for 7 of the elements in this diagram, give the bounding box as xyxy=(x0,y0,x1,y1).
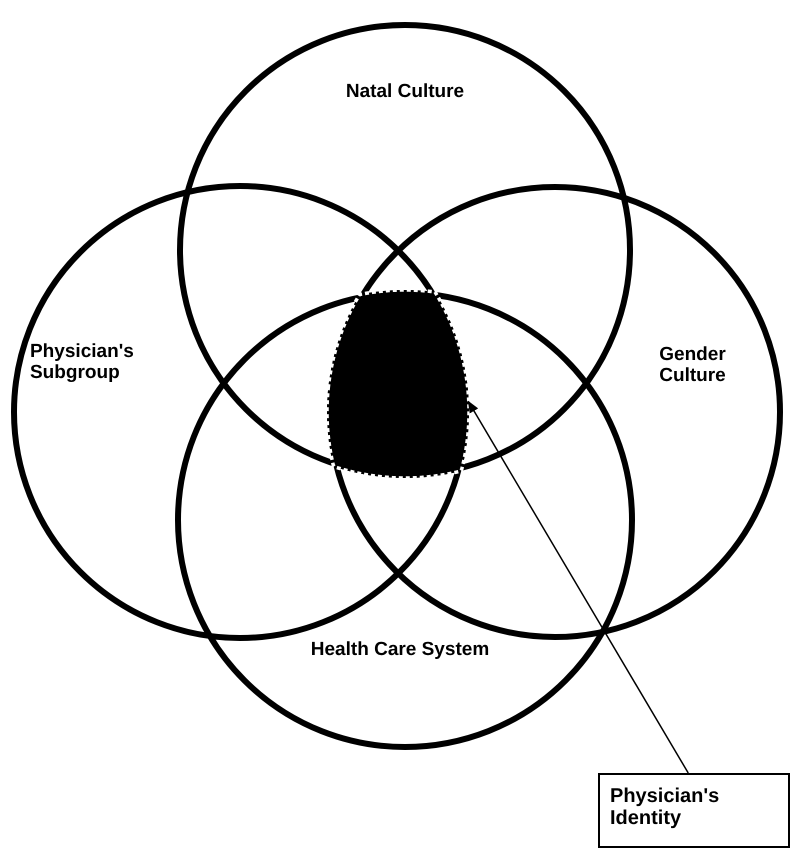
leader-arrow xyxy=(468,400,689,774)
circle-label: Natal Culture xyxy=(344,82,466,103)
callout-text: Physician's Identity xyxy=(610,785,720,829)
circle-label: Gender Culture xyxy=(658,345,727,387)
circle-label: Physician's Subgroup xyxy=(30,342,135,384)
callout-box xyxy=(598,773,790,848)
circle-label: Health Care System xyxy=(310,640,490,661)
